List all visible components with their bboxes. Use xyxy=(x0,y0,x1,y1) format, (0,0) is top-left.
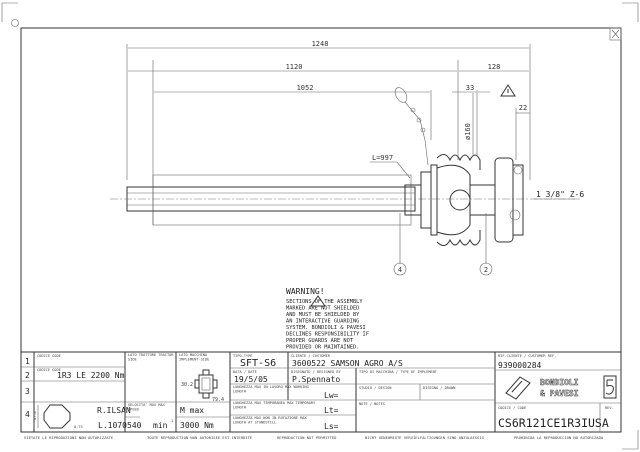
length-leader xyxy=(370,161,411,179)
dimension-overall: 1248 xyxy=(312,40,329,48)
speed-exponent: -1 xyxy=(169,419,173,423)
dimension-128: 128 xyxy=(488,63,501,71)
date-label: DATA / DATE xyxy=(233,370,257,374)
row-number: 1 xyxy=(25,357,30,366)
row-code-value: 1R3 LE 2200 Nm xyxy=(57,371,125,380)
dimension-1052: 1052 xyxy=(297,84,314,92)
footer-notice: NICHT GENEHMIGTE VERVIELFALTIGUNGEN SIND… xyxy=(365,435,485,440)
drawn-label: DISEGNO / DRAWN xyxy=(423,386,455,390)
torque-value: 3000 Nm xyxy=(180,421,214,430)
speed-value: 540 xyxy=(127,421,142,430)
footer-notice: VIETATE LE RIPRODUZIONI NON AUTORIZZATE xyxy=(24,435,114,440)
warning-line: SYSTEM. BONDIOLI & PAVESI xyxy=(286,325,366,331)
length-label: L=997 xyxy=(372,154,393,162)
callout-4: 4 xyxy=(398,266,402,274)
cross-dimension-a: 30.2 xyxy=(181,382,193,388)
svg-text:& PAVESI: & PAVESI xyxy=(540,389,579,398)
warning-notice: WARNING! SECTIONS OF THE ASSEMBLY MARKED… xyxy=(286,287,369,351)
row-code-label: CODICE CODE xyxy=(37,368,61,372)
speed-unit: min xyxy=(153,421,168,430)
code-label: CODICE / CODE xyxy=(498,406,526,410)
warning-triangle-icon xyxy=(310,295,326,307)
revision-label: REV. xyxy=(605,406,614,410)
row-code-label: CODICE CODE xyxy=(37,354,61,358)
row-number: 3 xyxy=(25,387,30,396)
tube-profile-icon xyxy=(37,404,71,429)
cross-journal-icon xyxy=(194,369,218,399)
date-value: 19/5/05 xyxy=(234,375,268,384)
warning-triangle-icon xyxy=(500,84,516,97)
warning-line: PROPER GUARDS ARE NOT xyxy=(286,338,354,344)
footer-notice: TOUTE REPRODUCTION NON AUTORISEE EST INT… xyxy=(147,435,253,440)
customer-label: CLIENTE / CUSTOMER xyxy=(291,354,331,358)
callout-2-circle xyxy=(479,262,493,276)
designer-label: DISEGNATO / DESIGNED BY xyxy=(291,370,342,374)
profile-length: L.1070 xyxy=(98,421,127,430)
standstill-length-value: Ls= xyxy=(324,422,339,431)
type-label: TIPO-TYPE xyxy=(233,354,252,358)
row-number: 4 xyxy=(25,410,30,419)
dimension-diameter: ø160 xyxy=(464,123,472,140)
profile-dimension: 47.4 xyxy=(33,411,37,420)
customer-ref-label: RIF.CLIENTE / CUSTOMER REF. xyxy=(498,354,556,358)
callout-4-circle xyxy=(393,262,407,276)
drawing-frame xyxy=(20,27,622,433)
profile-coating: R.ILSAN xyxy=(97,406,131,415)
warning-line: SECTIONS OF THE ASSEMBLY xyxy=(286,299,363,305)
punch-hole-icon xyxy=(11,19,19,27)
dimension-1120: 1120 xyxy=(286,63,303,71)
profile-thickness: A.75 xyxy=(74,425,83,429)
warning-line: AN INTERACTIVE GUARDING xyxy=(286,319,359,325)
title-block-grid xyxy=(21,351,621,432)
svg-text:BONDIOLI: BONDIOLI xyxy=(540,378,579,387)
warning-title: WARNING! xyxy=(286,287,325,296)
notes-label: NOTE / NOTES xyxy=(359,402,385,406)
drawing-code: CS6R121CE1R3IUSA xyxy=(498,416,609,430)
callout-2: 2 xyxy=(484,266,488,274)
torque-label: M max xyxy=(180,406,204,415)
bondioli-pavesi-logo: BONDIOLI & PAVESI xyxy=(505,375,617,400)
temporary-length-value: Lt= xyxy=(324,406,339,415)
dimension-22: 22 xyxy=(519,104,527,112)
implement-type-label: TIPO DI MACCHINA / TYPE OF IMPLEMENT xyxy=(359,370,438,374)
footer-notice: REPRODUCTION NOT PERMITTED xyxy=(277,435,337,440)
safety-chain-icon xyxy=(394,87,429,166)
dimension-33: 33 xyxy=(466,84,474,92)
shaft-tubes xyxy=(110,174,580,226)
customer-value: 3600522 SAMSON AGRO A/S xyxy=(292,359,403,368)
cross-dimension-b: 79.4 xyxy=(212,397,224,403)
type-value: SFT-S6 xyxy=(240,358,276,369)
study-label: STUDIO / DESIGN xyxy=(359,386,391,390)
working-length-value: Lw= xyxy=(324,391,339,400)
warning-line: DECLINES RESPONSIBILITY IF xyxy=(286,332,369,338)
warning-line: AND MUST BE SHIELDED BY xyxy=(286,312,360,318)
row-number: 2 xyxy=(25,371,30,380)
customer-ref-value: 939000284 xyxy=(498,361,542,370)
spline-label: 1 3/8" Z-6 xyxy=(536,190,584,199)
callout-leaders xyxy=(399,213,487,264)
footer-notice: PROHIBIDA LA REPRODUCCION NO AUTORIZADA xyxy=(514,435,604,440)
warning-line: PROVIDED OR MAINTAINED. xyxy=(286,345,359,351)
designer-value: P.Spennato xyxy=(292,375,340,384)
dimension-lines xyxy=(126,44,531,225)
projection-symbol-icon xyxy=(609,27,622,41)
cv-joint-assembly xyxy=(404,154,524,246)
warning-line: MARKED ARE NOT SHIELDED xyxy=(286,306,359,312)
